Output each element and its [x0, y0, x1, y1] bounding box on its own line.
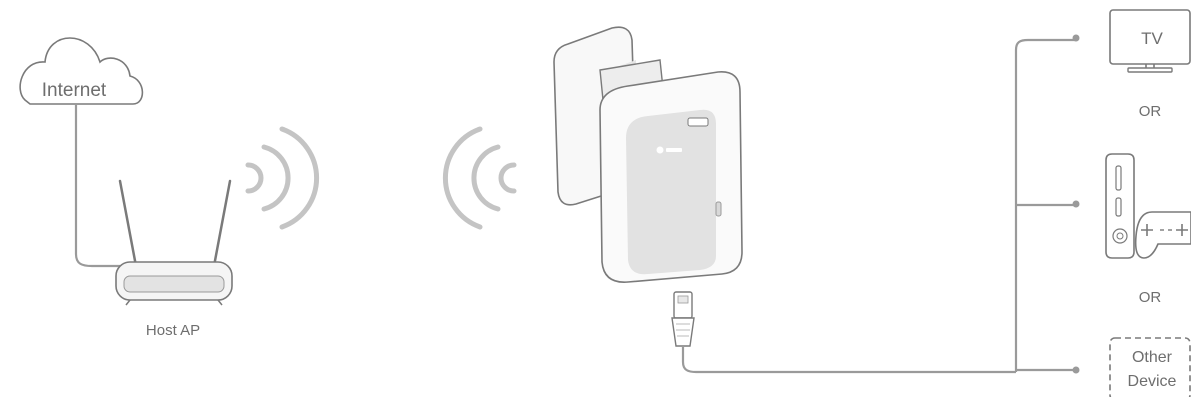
host-ap-router-icon: [116, 181, 232, 305]
host-ap-label: Host AP: [146, 322, 200, 339]
junction-dot-tv: [1073, 35, 1080, 42]
internet-label: Internet: [42, 80, 107, 101]
ethernet-plug-icon: [672, 292, 694, 346]
internet-to-router-line: [76, 104, 120, 266]
other-device-label-line2: Device: [1128, 373, 1177, 390]
or-label-1: OR: [1139, 103, 1162, 120]
junction-dot-other: [1073, 367, 1080, 374]
wifi-signal-in-icon: [445, 129, 514, 227]
junction-dot-console: [1073, 201, 1080, 208]
travel-router-icon: [554, 27, 742, 282]
wifi-signal-out-icon: [248, 129, 317, 227]
tv-label: TV: [1141, 29, 1163, 48]
other-device-label-line1: Other: [1132, 349, 1173, 366]
or-label-2: OR: [1139, 289, 1162, 306]
game-console-icon: [1106, 154, 1134, 258]
ethernet-cable-line: [683, 346, 1016, 372]
gamepad-icon: [1136, 212, 1191, 258]
